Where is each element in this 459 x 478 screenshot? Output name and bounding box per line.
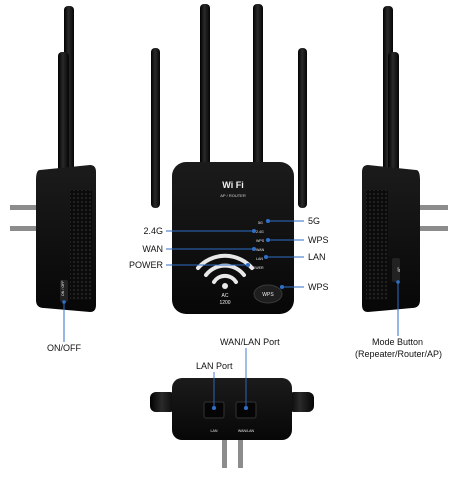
left-side-view: ON / OFF: [10, 6, 96, 342]
callout-5g: 5G: [308, 216, 320, 226]
led-label: POWER: [250, 266, 264, 270]
antenna: [298, 48, 307, 208]
plug-prong: [10, 226, 40, 231]
wifi-dot-icon: [222, 283, 228, 289]
side-small-label: ON / OFF: [61, 280, 65, 296]
logo-text: Wi Fi: [222, 180, 243, 190]
plug-prong: [416, 226, 448, 231]
led-label: 2.4G: [256, 230, 264, 234]
antenna: [150, 392, 176, 412]
led-label: WPS: [256, 239, 265, 243]
led-label: 5G: [258, 221, 263, 225]
right-side-view: AP: [362, 6, 448, 336]
wps-button-label: WPS: [262, 292, 274, 298]
port-small-label: LAN: [211, 429, 218, 433]
front-view: Wi Fi AP / ROUTER 5G 2.4G WPS WAN LAN PO…: [151, 4, 307, 314]
antenna: [200, 4, 210, 180]
led-label: LAN: [256, 257, 263, 261]
plug-prong: [10, 205, 40, 210]
bottom-view: LAN WAN/LAN: [150, 348, 314, 468]
callout-2-4g: 2.4G: [143, 226, 163, 236]
plug-prong: [416, 205, 448, 210]
callout-power: POWER: [129, 260, 164, 270]
antenna: [253, 4, 263, 180]
callout-mode-button-sub: (Repeater/Router/AP): [355, 349, 442, 359]
antenna: [288, 392, 314, 412]
device-body: [172, 162, 294, 314]
callout-wan: WAN: [142, 244, 163, 254]
callout-mode-button-title: Mode Button: [372, 337, 423, 347]
callout-wps-led: WPS: [308, 235, 329, 245]
antenna: [151, 48, 160, 208]
vent-grill: [70, 190, 92, 300]
power-switch[interactable]: [60, 280, 68, 302]
port-small-label: WAN/LAN: [238, 429, 255, 433]
callout-lan-port: LAN Port: [196, 361, 233, 371]
model-bottom: 1200: [219, 300, 230, 306]
model-top: AC: [222, 293, 229, 299]
device-body: [172, 378, 292, 440]
callout-wan-lan-port: WAN/LAN Port: [220, 337, 280, 347]
callout-lan: LAN: [308, 252, 326, 262]
mode-switch[interactable]: [392, 258, 400, 282]
callout-on-off: ON/OFF: [47, 343, 81, 353]
led-label: WAN: [256, 248, 265, 252]
plug-prong: [222, 440, 227, 468]
plug-prong: [238, 440, 243, 468]
wifi-icon: [196, 253, 254, 284]
wps-button[interactable]: [253, 284, 283, 304]
vent-grill: [366, 190, 388, 300]
mode-text: AP / ROUTER: [220, 193, 246, 198]
side-small-label: AP: [397, 267, 401, 272]
callout-wps-button: WPS: [308, 282, 329, 292]
